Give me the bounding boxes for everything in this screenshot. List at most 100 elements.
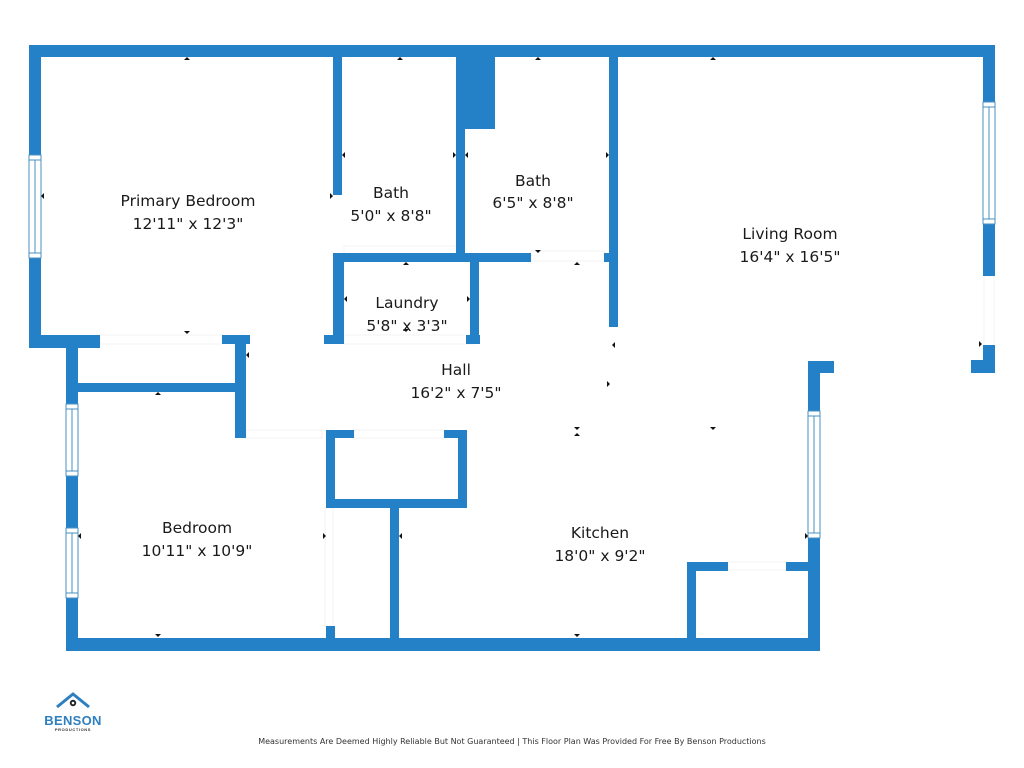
window: [65, 403, 79, 477]
wall: [66, 344, 78, 404]
wall: [66, 476, 78, 528]
room-label-bedroom: Bedroom 10'11" x 10'9": [142, 519, 253, 560]
marker-arrow: [403, 329, 409, 332]
wall: [66, 383, 246, 392]
door-opening: [324, 507, 334, 627]
room-label-kitchen: Kitchen 18'0" x 9'2": [554, 524, 645, 565]
wall: [326, 430, 335, 508]
footer-disclaimer: Measurements Are Deemed Highly Reliable …: [258, 737, 766, 746]
wall: [326, 626, 335, 641]
wall: [333, 253, 344, 344]
marker-arrow: [78, 533, 81, 539]
wall: [456, 57, 465, 261]
dimension-markers: [41, 57, 982, 637]
marker-arrow: [606, 152, 609, 158]
door-opening: [353, 429, 445, 439]
room-dimensions: 12'11" x 12'3": [133, 215, 244, 233]
room-name: Bath: [515, 172, 551, 190]
marker-arrow: [246, 352, 249, 358]
wall: [808, 361, 820, 411]
marker-arrow: [574, 427, 580, 430]
window: [982, 101, 996, 225]
house-gear-icon: [56, 692, 90, 709]
wall: [983, 45, 995, 102]
door-openings: [99, 245, 995, 627]
windows: [28, 101, 996, 599]
marker-arrow: [155, 392, 161, 395]
room-dimensions: 10'11" x 10'9": [142, 542, 253, 560]
marker-arrow: [535, 250, 541, 253]
marker-arrow: [574, 634, 580, 637]
room-label-primary-bedroom: Primary Bedroom 12'11" x 12'3": [121, 192, 256, 233]
wall: [66, 598, 78, 651]
wall: [609, 57, 618, 327]
wall: [333, 253, 531, 262]
marker-arrow: [344, 296, 347, 302]
marker-arrow: [465, 152, 468, 158]
wall: [808, 538, 820, 651]
door-opening: [727, 561, 787, 571]
wall: [29, 45, 995, 57]
room-name: Kitchen: [571, 524, 629, 542]
marker-arrow: [607, 381, 610, 387]
marker-arrow: [805, 533, 808, 539]
marker-arrow: [330, 193, 333, 199]
room-label-living-room: Living Room 16'4" x 16'5": [740, 225, 841, 266]
marker-arrow: [184, 57, 190, 60]
marker-arrow: [979, 341, 982, 347]
marker-arrow: [612, 342, 615, 348]
wall: [326, 430, 354, 438]
marker-arrow: [403, 262, 409, 265]
room-name: Bath: [373, 184, 409, 202]
wall: [456, 57, 495, 129]
room-dimensions: 6'5" x 8'8": [492, 194, 573, 212]
room-label-laundry: Laundry 5'8" x 3'3": [366, 294, 447, 335]
marker-arrow: [342, 152, 345, 158]
marker-arrow: [467, 296, 470, 302]
wall: [235, 335, 246, 438]
logo-wordmark: BENSON: [44, 713, 102, 728]
marker-arrow: [710, 57, 716, 60]
room-label-hall: Hall 16'2" x 7'5": [410, 361, 501, 402]
room-dimensions: 5'8" x 3'3": [366, 317, 447, 335]
marker-arrow: [184, 331, 190, 334]
wall: [687, 562, 728, 571]
door-opening: [245, 429, 323, 439]
room-dimensions: 18'0" x 9'2": [554, 547, 645, 565]
marker-arrow: [323, 533, 326, 539]
marker-arrow: [399, 533, 402, 539]
wall: [444, 430, 466, 438]
room-name: Primary Bedroom: [121, 192, 256, 210]
door-opening: [99, 334, 223, 345]
room-name: Hall: [441, 361, 471, 379]
door-opening: [343, 334, 475, 345]
marker-arrow: [397, 57, 403, 60]
room-name: Laundry: [375, 294, 438, 312]
room-label-bath-1: Bath 5'0" x 8'8": [350, 184, 431, 225]
wall: [66, 638, 820, 651]
room-name: Bedroom: [162, 519, 232, 537]
window: [65, 527, 79, 599]
room-name: Living Room: [742, 225, 837, 243]
marker-arrow: [710, 427, 716, 430]
marker-arrow: [41, 193, 44, 199]
wall: [333, 57, 342, 195]
wall: [687, 562, 696, 642]
wall: [470, 253, 479, 344]
wall: [458, 430, 467, 508]
wall: [983, 224, 995, 276]
wall: [29, 335, 100, 348]
room-dimensions: 16'4" x 16'5": [740, 248, 841, 266]
marker-arrow: [574, 433, 580, 436]
window: [28, 154, 42, 259]
room-dimensions: 5'0" x 8'8": [350, 207, 431, 225]
wall: [786, 562, 812, 571]
logo-subtitle: PRODUCTIONS: [54, 727, 92, 732]
marker-arrow: [453, 152, 456, 158]
window: [807, 410, 821, 539]
wall: [983, 345, 995, 373]
door-opening: [530, 250, 606, 262]
marker-arrow: [535, 57, 541, 60]
marker-arrow: [574, 262, 580, 265]
